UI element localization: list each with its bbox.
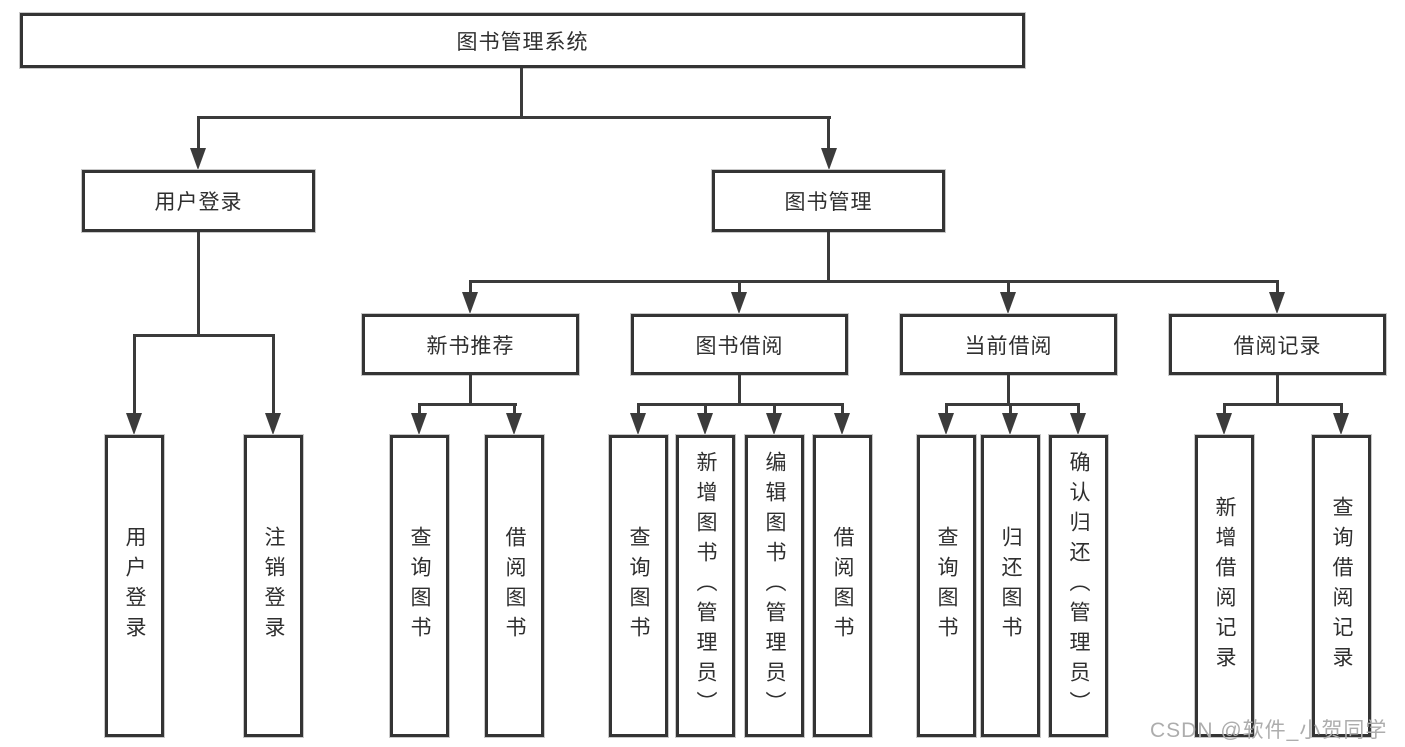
node-label: 新书推荐 xyxy=(426,334,515,358)
leaf-query-books-borrowing: 查询图书 xyxy=(609,435,668,737)
connector-line xyxy=(418,403,517,406)
arrowhead-down-icon xyxy=(821,148,837,170)
arrowhead-down-icon xyxy=(630,413,646,435)
node-label: 新增图书（管理员） xyxy=(694,451,717,721)
node-label: 借阅图书 xyxy=(831,526,854,646)
node-label: 查询图书 xyxy=(627,526,650,646)
leaf-confirm-return-admin: 确认归还（管理员） xyxy=(1049,435,1108,737)
node-current-borrowing: 当前借阅 xyxy=(900,314,1117,375)
leaf-query-borrow-record: 查询借阅记录 xyxy=(1312,435,1371,737)
leaf-query-books-recommend: 查询图书 xyxy=(390,435,449,737)
connector-line xyxy=(513,405,516,415)
node-label: 查询图书 xyxy=(935,526,958,646)
connector-line xyxy=(469,375,472,405)
arrowhead-down-icon xyxy=(506,413,522,435)
connector-line xyxy=(1340,405,1343,415)
node-label: 查询图书 xyxy=(408,526,431,646)
connector-line xyxy=(1223,403,1343,406)
connector-line xyxy=(272,336,275,414)
arrowhead-down-icon xyxy=(190,148,206,170)
node-label: 新增借阅记录 xyxy=(1213,496,1236,676)
connector-line xyxy=(738,282,741,293)
arrowhead-down-icon xyxy=(1269,292,1285,314)
node-label: 借阅记录 xyxy=(1233,334,1322,358)
arrowhead-down-icon xyxy=(731,292,747,314)
node-label: 当前借阅 xyxy=(964,334,1053,358)
leaf-query-books-current: 查询图书 xyxy=(917,435,976,737)
arrowhead-down-icon xyxy=(1070,413,1086,435)
connector-line xyxy=(841,405,844,415)
node-label: 用户登录 xyxy=(154,191,243,214)
connector-line xyxy=(945,403,1080,406)
connector-line xyxy=(827,232,830,282)
connector-line xyxy=(1276,375,1279,405)
leaf-add-books-admin: 新增图书（管理员） xyxy=(676,435,735,737)
arrowhead-down-icon xyxy=(265,413,281,435)
connector-line xyxy=(197,116,831,119)
connector-line xyxy=(1007,375,1010,405)
node-label: 编辑图书（管理员） xyxy=(763,451,786,721)
leaf-borrow-books: 借阅图书 xyxy=(813,435,872,737)
node-borrowing-records: 借阅记录 xyxy=(1169,314,1386,375)
node-label: 查询借阅记录 xyxy=(1330,496,1353,676)
node-label: 图书管理 xyxy=(784,191,873,214)
connector-line xyxy=(738,375,741,405)
connector-line xyxy=(197,118,200,150)
node-label: 归还图书 xyxy=(999,526,1022,646)
node-label: 借阅图书 xyxy=(503,526,526,646)
node-book-management: 图书管理 xyxy=(712,170,945,232)
arrowhead-down-icon xyxy=(1000,292,1016,314)
node-label: 确认归还（管理员） xyxy=(1067,451,1090,721)
arrowhead-down-icon xyxy=(938,413,954,435)
connector-line xyxy=(1223,405,1226,415)
connector-line xyxy=(133,334,275,337)
arrowhead-down-icon xyxy=(697,413,713,435)
leaf-user-login: 用户登录 xyxy=(105,435,164,737)
connector-line xyxy=(469,282,472,293)
connector-line xyxy=(704,405,707,415)
connector-line xyxy=(637,405,640,415)
connector-line xyxy=(1077,405,1080,415)
connector-line xyxy=(418,405,421,415)
node-label: 用户登录 xyxy=(123,526,146,646)
arrowhead-down-icon xyxy=(1216,413,1232,435)
connector-line xyxy=(773,405,776,415)
connector-line xyxy=(197,232,200,336)
leaf-logout: 注销登录 xyxy=(244,435,303,737)
connector-line xyxy=(637,403,844,406)
connector-line xyxy=(1009,405,1012,415)
arrowhead-down-icon xyxy=(411,413,427,435)
arrowhead-down-icon xyxy=(1002,413,1018,435)
node-new-book-recommendation: 新书推荐 xyxy=(362,314,579,375)
connector-line xyxy=(133,336,136,414)
connector-line xyxy=(520,68,523,118)
arrowhead-down-icon xyxy=(462,292,478,314)
arrowhead-down-icon xyxy=(1333,413,1349,435)
connector-line xyxy=(1007,282,1010,293)
arrowhead-down-icon xyxy=(126,413,142,435)
node-user-login: 用户登录 xyxy=(82,170,315,232)
node-library-management-system: 图书管理系统 xyxy=(20,13,1025,68)
node-book-borrowing: 图书借阅 xyxy=(631,314,848,375)
leaf-add-borrow-record: 新增借阅记录 xyxy=(1195,435,1254,737)
node-label: 图书借阅 xyxy=(695,334,784,358)
arrowhead-down-icon xyxy=(766,413,782,435)
connector-line xyxy=(1276,282,1279,293)
connector-line xyxy=(469,280,1279,283)
leaf-edit-books-admin: 编辑图书（管理员） xyxy=(745,435,804,737)
leaf-return-books: 归还图书 xyxy=(981,435,1040,737)
node-label: 图书管理系统 xyxy=(456,30,589,54)
connector-line xyxy=(945,405,948,415)
node-label: 注销登录 xyxy=(262,526,285,646)
arrowhead-down-icon xyxy=(834,413,850,435)
connector-line xyxy=(827,118,830,150)
csdn-watermark: CSDN @软件_小贺同学 xyxy=(1150,719,1388,742)
leaf-borrow-books-recommend: 借阅图书 xyxy=(485,435,544,737)
